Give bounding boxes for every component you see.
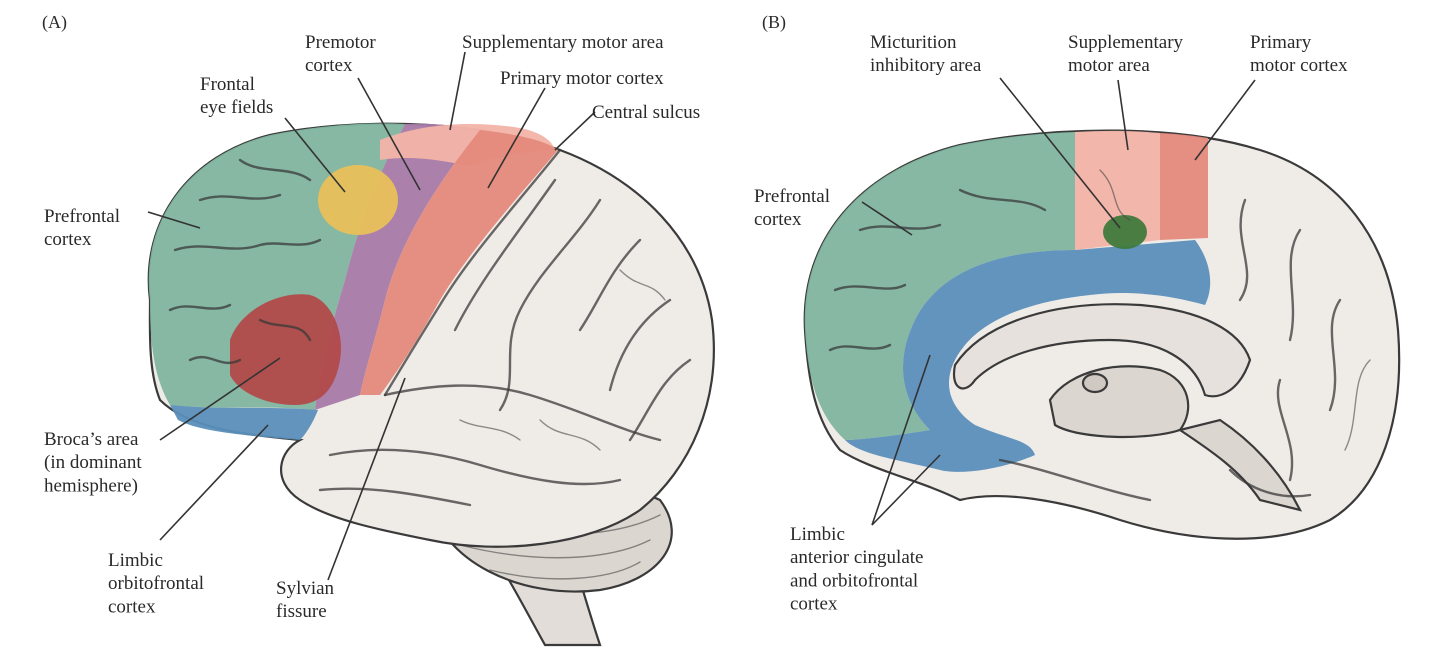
primary-motor-region-b — [1160, 133, 1208, 240]
label-line: eye fields — [200, 97, 273, 118]
broca-region-a — [230, 294, 341, 405]
label-line: motor area — [1068, 55, 1150, 76]
panel-a-tag: (A) — [42, 12, 67, 33]
label-line: inhibitory area — [870, 55, 982, 76]
label-supplementary-motor-area-a: Supplementary motor area — [462, 32, 664, 53]
label-line: and orbitofrontal — [790, 570, 918, 591]
label-line: anterior cingulate — [790, 547, 923, 568]
label-line: Sylvian — [276, 578, 335, 599]
panel-b-tag: (B) — [762, 12, 786, 33]
panel-a-lateral-view: (A) — [42, 12, 715, 647]
primary-motor-region-a — [360, 130, 558, 395]
premotor-region-a — [315, 123, 480, 410]
label-line: Central sulcus — [592, 102, 700, 123]
micturition-region-b — [1103, 215, 1147, 249]
label-line: Supplementary motor area — [462, 32, 664, 53]
label-line: motor cortex — [1250, 55, 1348, 76]
label-line: Micturition — [870, 32, 957, 53]
label-line: cortex — [108, 596, 156, 617]
brainstem-b — [1177, 418, 1303, 512]
limbic-orbitofrontal-region-a — [170, 405, 318, 440]
label-line: cortex — [790, 594, 838, 615]
corpus-callosum-b — [952, 303, 1252, 398]
label-line: Limbic — [108, 550, 163, 571]
label-line: Prefrontal — [44, 206, 120, 227]
label-line: Primary motor cortex — [500, 68, 664, 89]
limbic-cingulate-region-b — [845, 240, 1211, 472]
frontal-eye-fields-region-a — [318, 165, 398, 235]
label-line: (in dominant — [44, 452, 142, 473]
label-line: cortex — [754, 209, 802, 230]
label-line: cortex — [305, 55, 353, 76]
label-line: Frontal — [200, 74, 255, 95]
label-line: Primary — [1250, 32, 1312, 53]
label-line: Supplementary — [1068, 32, 1184, 53]
label-line: Broca’s area — [44, 429, 139, 450]
label-line: orbitofrontal — [108, 573, 204, 594]
label-line: Prefrontal — [754, 186, 830, 207]
label-primary-motor-cortex-a: Primary motor cortex — [500, 68, 664, 89]
label-line: Premotor — [305, 32, 376, 53]
label-line: cortex — [44, 229, 92, 250]
label-line: Limbic — [790, 524, 845, 545]
label-line: fissure — [276, 601, 327, 622]
label-central-sulcus-a: Central sulcus — [592, 102, 700, 123]
label-line: hemisphere) — [44, 475, 138, 496]
